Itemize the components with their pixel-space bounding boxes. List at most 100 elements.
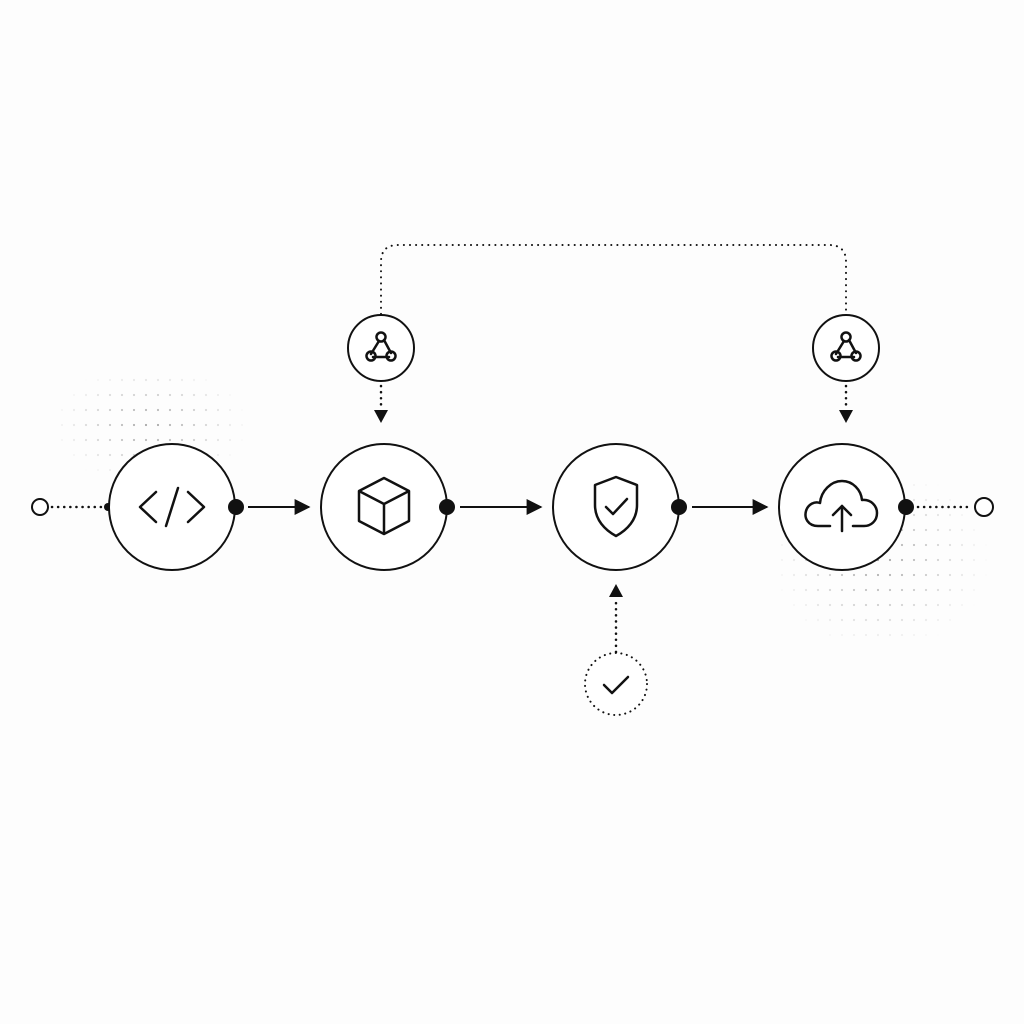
grid-dot — [156, 438, 160, 442]
grid-dot — [228, 408, 232, 412]
grid-dot — [876, 618, 880, 622]
grid-dot — [948, 618, 952, 622]
grid-dot — [96, 423, 100, 427]
input-terminal[interactable] — [31, 498, 112, 516]
grid-dot — [924, 498, 928, 502]
grid-dot — [960, 573, 964, 577]
grid-dot — [216, 408, 220, 412]
grid-dot — [936, 573, 940, 577]
grid-dot — [828, 603, 832, 607]
grid-dot — [96, 468, 100, 472]
grid-dot — [168, 438, 172, 442]
grid-dot — [780, 543, 784, 547]
shield-check-icon — [593, 475, 639, 538]
check-icon — [602, 675, 630, 695]
grid-dot — [972, 543, 976, 547]
grid-dot — [948, 573, 952, 577]
grid-dot — [900, 618, 904, 622]
grid-dot — [84, 393, 88, 397]
grid-dot — [168, 408, 172, 412]
grid-dot — [240, 438, 244, 442]
grid-dot — [936, 558, 940, 562]
grid-dot — [888, 588, 892, 592]
grid-dot — [60, 438, 64, 442]
grid-dot — [840, 588, 844, 592]
grid-dot — [804, 603, 808, 607]
grid-dot — [240, 423, 244, 427]
grid-dot — [240, 408, 244, 412]
grid-dot — [876, 603, 880, 607]
grid-dot — [84, 408, 88, 412]
grid-dot — [120, 423, 124, 427]
webhook-build-trigger[interactable] — [347, 314, 415, 423]
grid-dot — [792, 603, 796, 607]
grid-dot — [960, 543, 964, 547]
grid-dot — [108, 453, 112, 457]
grid-dot — [900, 543, 904, 547]
grid-dot — [828, 618, 832, 622]
approval-check[interactable] — [584, 584, 648, 716]
grid-dot — [132, 378, 136, 382]
grid-dot — [960, 588, 964, 592]
webhook-deploy-trigger[interactable] — [812, 314, 880, 423]
grid-dot — [864, 603, 868, 607]
grid-dot — [985, 559, 987, 561]
grid-dot — [840, 633, 844, 637]
output-terminal[interactable] — [916, 497, 994, 517]
grid-dot — [96, 408, 100, 412]
grid-dot — [840, 618, 844, 622]
grid-dot — [852, 603, 856, 607]
grid-dot — [912, 618, 916, 622]
grid-dot — [840, 603, 844, 607]
grid-dot — [132, 393, 136, 397]
grid-dot — [180, 423, 184, 427]
grid-dot — [168, 423, 172, 427]
grid-dot — [948, 528, 952, 532]
grid-dot — [985, 544, 987, 546]
stage-code[interactable] — [108, 443, 244, 571]
cloud-upload-icon — [804, 479, 879, 533]
code-icon — [138, 486, 206, 528]
grid-dot — [948, 513, 952, 517]
grid-dot — [144, 423, 148, 427]
stage-security[interactable] — [552, 443, 687, 571]
grid-dot — [216, 438, 220, 442]
grid-dot — [120, 453, 124, 457]
grid-dot — [864, 618, 868, 622]
grid-dot — [72, 453, 76, 457]
stage-deploy[interactable] — [778, 443, 914, 571]
grid-dot — [972, 528, 976, 532]
grid-dot — [108, 408, 112, 412]
grid-dot — [180, 393, 184, 397]
grid-dot — [144, 438, 148, 442]
grid-dot — [120, 378, 124, 382]
grid-dot — [972, 558, 976, 562]
grid-dot — [888, 558, 892, 562]
grid-dot — [216, 453, 220, 457]
grid-dot — [816, 573, 820, 577]
grid-dot — [924, 483, 928, 487]
grid-dot — [180, 408, 184, 412]
grid-dot — [912, 558, 916, 562]
grid-dot — [156, 423, 160, 427]
grid-dot — [228, 393, 232, 397]
stage-build[interactable] — [320, 443, 455, 571]
cube-icon — [357, 476, 411, 536]
grid-dot — [780, 573, 784, 577]
grid-dot — [924, 633, 928, 637]
grid-dot — [85, 469, 87, 471]
grid-dot — [108, 468, 112, 472]
grid-dot — [192, 393, 196, 397]
grid-dot — [144, 378, 148, 382]
grid-dot — [792, 558, 796, 562]
grid-dot — [972, 588, 976, 592]
grid-dot — [828, 573, 832, 577]
grid-dot — [948, 543, 952, 547]
grid-dot — [876, 633, 880, 637]
grid-dot — [132, 408, 136, 412]
grid-dot — [816, 588, 820, 592]
grid-dot — [156, 378, 160, 382]
grid-dot — [192, 438, 196, 442]
grid-dot — [216, 393, 220, 397]
grid-dot — [132, 423, 136, 427]
